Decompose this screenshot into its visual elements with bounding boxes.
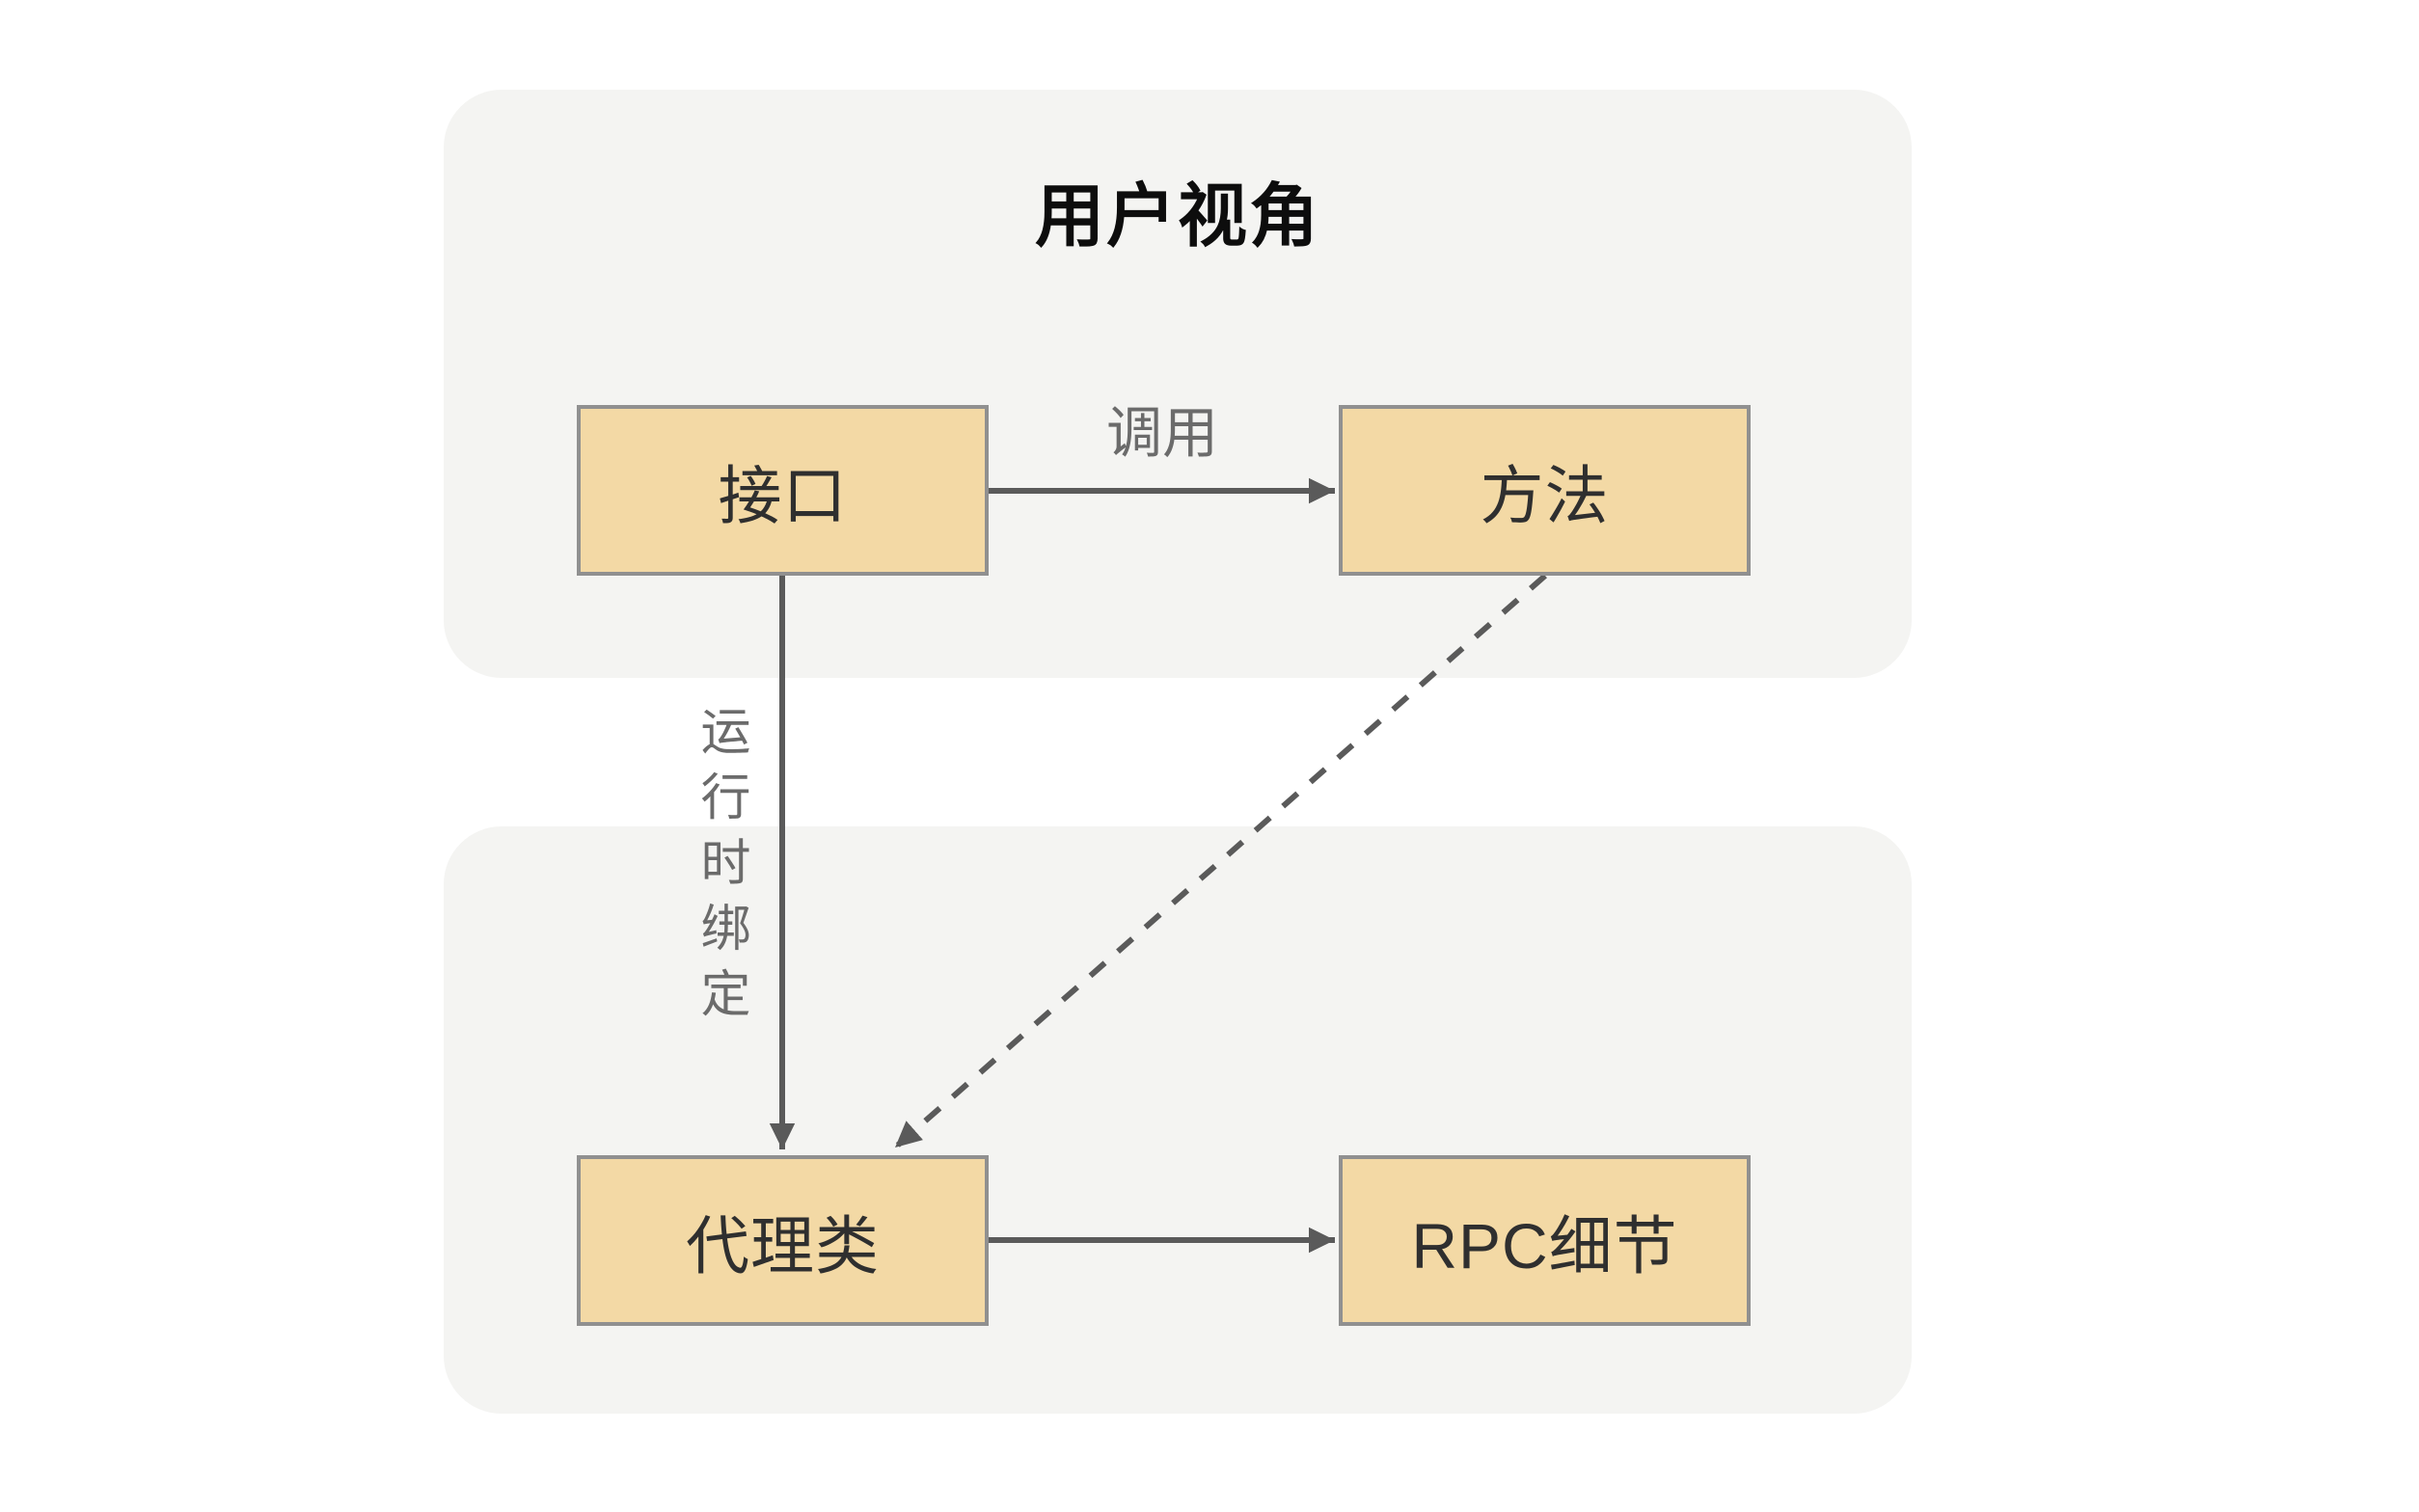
- diagram-title: 用户视角: [1034, 178, 1320, 256]
- node-rpc-detail-label: RPC细节: [1411, 1209, 1678, 1282]
- edge-label-runtime-binding: 运行时绑定: [693, 705, 748, 1033]
- edge-label-call: 调用: [1105, 402, 1218, 465]
- node-rpc-detail-box: [1339, 1155, 1751, 1326]
- node-interface-box: [577, 405, 989, 576]
- node-proxy-box: [577, 1155, 989, 1326]
- node-method-label: 方法: [1480, 459, 1610, 531]
- node-method-box: [1339, 405, 1751, 576]
- node-proxy-label: 代理类: [686, 1209, 880, 1282]
- node-interface-label: 接口: [718, 459, 848, 531]
